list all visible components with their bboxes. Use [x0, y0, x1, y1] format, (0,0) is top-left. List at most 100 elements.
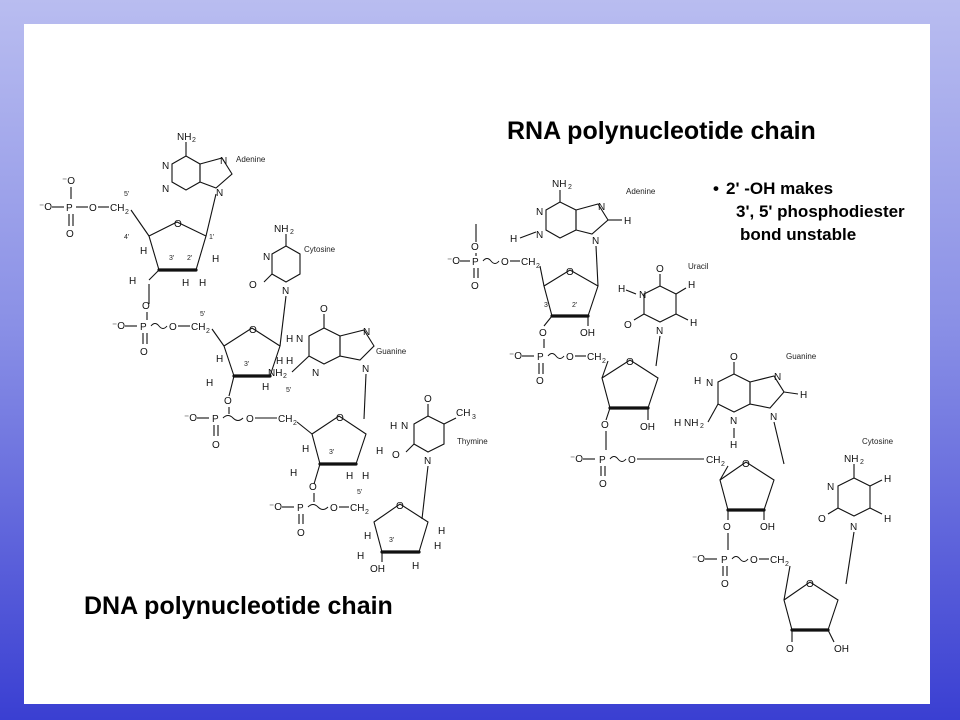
- svg-text:2: 2: [700, 423, 704, 430]
- svg-text:2: 2: [536, 263, 540, 270]
- svg-text:2': 2': [572, 302, 577, 309]
- svg-text:O: O: [396, 501, 404, 512]
- svg-text:H: H: [434, 541, 441, 552]
- svg-text:N: N: [216, 188, 223, 199]
- svg-text:CH: CH: [770, 555, 784, 566]
- svg-text:H: H: [286, 356, 293, 367]
- svg-text:N: N: [162, 184, 169, 195]
- svg-text:H: H: [302, 444, 309, 455]
- rna-phosphate-2: O ⁻O P O O CH 2: [509, 328, 606, 387]
- dna-title: DNA polynucleotide chain: [84, 592, 393, 620]
- svg-text:H: H: [618, 284, 625, 295]
- svg-text:H: H: [690, 318, 697, 329]
- svg-text:O: O: [249, 280, 257, 291]
- svg-text:CH: CH: [350, 503, 364, 514]
- svg-text:O: O: [730, 352, 738, 363]
- svg-text:2: 2: [125, 209, 129, 216]
- rna-base-uracil: N H O H H O N Uracil: [618, 262, 709, 367]
- svg-text:H: H: [129, 276, 136, 287]
- svg-text:CH: CH: [278, 414, 292, 425]
- note-bullet: •: [713, 179, 719, 198]
- dna-phosphate-4: O ⁻O P O O CH 2 5': [269, 482, 369, 539]
- svg-text:H: H: [438, 526, 445, 537]
- svg-text:N: N: [424, 456, 431, 467]
- rna-phosphate-1: O ⁻O P O O CH 2: [447, 224, 540, 292]
- svg-text:O: O: [501, 257, 509, 268]
- svg-text:P: P: [140, 322, 147, 333]
- svg-text:H: H: [276, 356, 283, 367]
- svg-text:⁻O: ⁻O: [509, 351, 522, 362]
- rna-base-name-adenine: Adenine: [626, 187, 656, 196]
- svg-text:3': 3': [544, 302, 549, 309]
- svg-text:O: O: [174, 219, 182, 230]
- svg-text:2: 2: [192, 137, 196, 144]
- rna-base-name-guanine: Guanine: [786, 352, 817, 361]
- svg-text:H: H: [362, 471, 369, 482]
- svg-text:O: O: [142, 301, 150, 312]
- svg-text:O: O: [536, 376, 544, 387]
- base-name-thymine: Thymine: [457, 437, 488, 446]
- atom-label: O: [66, 229, 74, 240]
- svg-text:P: P: [721, 555, 728, 566]
- svg-text:2: 2: [206, 328, 210, 335]
- svg-text:O: O: [140, 347, 148, 358]
- svg-text:CH: CH: [587, 352, 601, 363]
- svg-text:O: O: [566, 352, 574, 363]
- svg-text:NH: NH: [177, 132, 191, 143]
- svg-text:2: 2: [860, 459, 864, 466]
- svg-text:P: P: [297, 503, 304, 514]
- svg-text:H: H: [182, 278, 189, 289]
- svg-text:4': 4': [124, 234, 129, 241]
- dna-phosphate-3: O ⁻O P O O CH 2 5': [184, 387, 297, 451]
- svg-text:N: N: [401, 421, 408, 432]
- svg-text:H: H: [346, 471, 353, 482]
- dna-base-guanine: O H N N N N NH 2 Guanine: [268, 304, 407, 420]
- svg-text:O: O: [424, 394, 432, 405]
- rna-title: RNA polynucleotide chain: [507, 117, 816, 145]
- svg-text:O: O: [626, 357, 634, 368]
- svg-text:2: 2: [721, 461, 725, 468]
- svg-text:N: N: [827, 482, 834, 493]
- svg-text:2': 2': [187, 255, 192, 262]
- dna-sugar-3: O H H H H H 3': [290, 413, 383, 485]
- svg-text:O: O: [336, 413, 344, 424]
- svg-text:N: N: [220, 156, 227, 167]
- rna-base-adenine: NH 2 N N H N N H Adenine: [510, 179, 656, 287]
- svg-text:O: O: [392, 450, 400, 461]
- svg-text:O: O: [212, 440, 220, 451]
- svg-text:5': 5': [286, 387, 291, 394]
- svg-text:CH: CH: [706, 455, 720, 466]
- rna-note: • 2' -OH makes 3', 5' phosphodiester bon…: [713, 179, 905, 244]
- dna-chain: ⁻O ⁻O P O O CH 2 5' O 4': [39, 132, 488, 575]
- dna-3-prime-oh: OH: [370, 564, 385, 575]
- svg-text:O: O: [246, 414, 254, 425]
- svg-text:1': 1': [209, 234, 214, 241]
- svg-text:⁻O: ⁻O: [184, 413, 197, 424]
- slide: RNA polynucleotide chain DNA polynucleot…: [24, 24, 930, 704]
- svg-text:N: N: [536, 207, 543, 218]
- dna-phosphate-1: ⁻O ⁻O P O O CH 2 5': [39, 176, 129, 240]
- svg-text:O: O: [818, 514, 826, 525]
- svg-text:H: H: [674, 418, 681, 429]
- svg-text:5': 5': [357, 489, 362, 496]
- rna-phosphate-3: O ⁻O P O O CH 2: [570, 420, 725, 490]
- svg-text:P: P: [537, 352, 544, 363]
- svg-text:NH: NH: [684, 418, 698, 429]
- rna-2-prime-oh-3: OH: [760, 522, 775, 533]
- svg-text:3: 3: [472, 414, 476, 421]
- svg-text:H: H: [212, 254, 219, 265]
- svg-text:H: H: [364, 531, 371, 542]
- svg-text:N: N: [774, 372, 781, 383]
- svg-text:P: P: [599, 455, 606, 466]
- svg-text:5': 5': [200, 311, 205, 318]
- svg-text:O: O: [566, 267, 574, 278]
- dna-base-cytosine: NH 2 N O N Cytosine: [249, 224, 336, 347]
- svg-text:O: O: [628, 455, 636, 466]
- svg-text:O: O: [471, 281, 479, 292]
- svg-text:5': 5': [124, 191, 129, 198]
- svg-text:O: O: [601, 420, 609, 431]
- base-name-guanine: Guanine: [376, 347, 407, 356]
- svg-text:H: H: [216, 354, 223, 365]
- svg-text:H: H: [390, 421, 397, 432]
- svg-text:O: O: [721, 579, 729, 590]
